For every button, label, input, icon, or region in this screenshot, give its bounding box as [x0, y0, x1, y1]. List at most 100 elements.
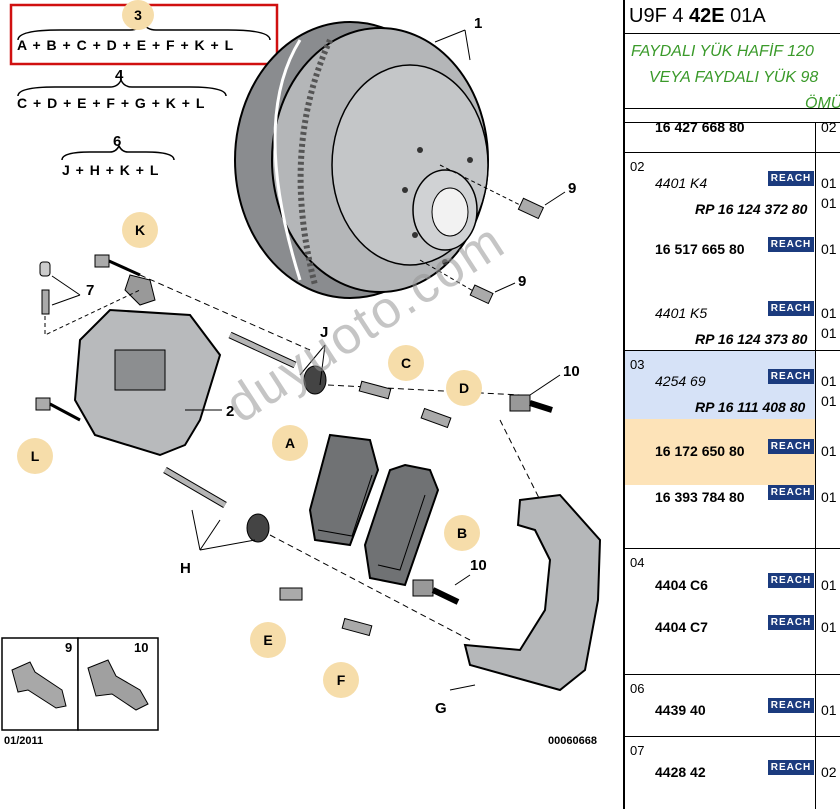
label-j: J — [320, 324, 329, 341]
stud-9-lower — [419, 259, 516, 305]
callout-3: 3 — [122, 0, 154, 30]
parts-list-panel: U9F 4 42E 01A FAYDALI YÜK HAFİF 120 VEYA… — [623, 0, 840, 809]
brake-disc — [234, 21, 489, 299]
code-prefix: U9F 4 — [629, 5, 690, 27]
label-4: 4 — [115, 67, 124, 84]
label-g: G — [435, 700, 447, 717]
note-line-2: VEYA FAYDALI YÜK 98 — [649, 69, 819, 86]
reach-badge: REACH — [768, 301, 814, 316]
parts-group-row: 07 4428 42 REACH 02 — [625, 736, 840, 810]
label-part-9-upper: 9 — [568, 180, 577, 197]
parts-group-row: 16 427 668 80 02 — [625, 108, 840, 153]
label-part-7: 7 — [86, 282, 95, 299]
formula-6-text: J + H + K + L — [62, 162, 160, 178]
code-highlight: 42E — [689, 5, 725, 27]
brake-pad-b — [363, 463, 440, 587]
quantity: 01 — [821, 489, 837, 505]
part-reference[interactable]: 16 172 650 80 — [655, 443, 745, 459]
formula-6-brace — [61, 144, 175, 161]
bolt-k — [94, 254, 311, 351]
note-line-3: ÖMÜ — [805, 95, 840, 112]
callout-a: A — [272, 425, 308, 461]
quantity: 01 — [821, 373, 837, 389]
inset-label-10: 10 — [134, 640, 149, 655]
callout-d: D — [446, 370, 482, 406]
clip-d — [420, 407, 452, 429]
reach-badge: REACH — [768, 760, 814, 775]
parts-group-row: 03 4254 69 REACH 01 RP 16 111 408 80 01 16 172… — [625, 350, 840, 549]
quantity: 01 — [821, 325, 837, 341]
callout-k: K — [122, 212, 158, 248]
quantity: 01 — [821, 577, 837, 593]
row-highlight — [625, 351, 815, 419]
reach-badge: REACH — [768, 237, 814, 252]
code-suffix: 01A — [724, 5, 766, 27]
quantity: 01 — [821, 393, 837, 409]
label-h: H — [180, 560, 191, 577]
quantity: 02 — [821, 764, 837, 780]
inset-label-9: 9 — [65, 640, 73, 655]
part-reference[interactable]: 16 517 665 80 — [655, 241, 745, 257]
callout-c: C — [388, 345, 424, 381]
application-note: FAYDALI YÜK HAFİF 120 VEYA FAYDALI YÜK 9… — [625, 36, 840, 122]
guide-pin-h — [163, 466, 471, 641]
part-reference[interactable]: 4428 42 — [655, 764, 706, 780]
part-reference[interactable]: 4404 C6 — [655, 577, 708, 593]
quantity: 02 — [821, 119, 837, 135]
part-reference[interactable]: 4439 40 — [655, 702, 706, 718]
part-reference[interactable]: 4401 K4 — [655, 175, 708, 191]
diagram-code-title: U9F 4 42E 01A — [629, 5, 766, 28]
note-line-1: FAYDALI YÜK HAFİF 120 — [631, 43, 814, 60]
footer-date: 01/2011 — [4, 735, 44, 747]
bolt-10-upper — [509, 374, 561, 413]
part-reference[interactable]: RP 16 124 372 80 — [695, 201, 808, 217]
guide-pin-j — [228, 331, 521, 396]
clip-e — [279, 587, 303, 601]
part-reference[interactable]: 4254 69 — [655, 373, 706, 389]
callout-l: L — [17, 438, 53, 474]
formula-4-brace — [17, 78, 227, 97]
diagram-drawing — [1, 3, 602, 731]
formula-4-text: C + D + E + F + G + K + L — [17, 95, 206, 111]
quantity: 01 — [821, 175, 837, 191]
label-part-1: 1 — [474, 15, 483, 32]
quantity: 01 — [821, 195, 837, 211]
callout-e: E — [250, 622, 286, 658]
clip-f — [341, 617, 373, 637]
label-part-9-lower: 9 — [518, 273, 527, 290]
part-reference[interactable]: 4404 C7 — [655, 619, 708, 635]
inset-boxes — [1, 637, 159, 731]
quantity: 01 — [821, 305, 837, 321]
quantity: 01 — [821, 443, 837, 459]
group-number: 07 — [630, 743, 645, 758]
callout-b: B — [444, 515, 480, 551]
caliper-body — [73, 274, 222, 457]
caliper-bracket — [449, 419, 602, 692]
brake-pad-a — [308, 433, 380, 547]
exploded-brake-diagram: A + B + C + D + E + F + K + L C + D + E … — [1, 0, 602, 747]
callout-f: F — [323, 662, 359, 698]
reach-badge: REACH — [768, 369, 814, 384]
group-number: 03 — [630, 357, 645, 372]
quantity: 01 — [821, 702, 837, 718]
group-number: 06 — [630, 681, 645, 696]
reach-badge: REACH — [768, 485, 814, 500]
label-6: 6 — [113, 133, 122, 150]
part-reference[interactable]: 16 393 784 80 — [655, 489, 745, 505]
bolt-l — [35, 397, 81, 422]
footer-diagram-code: 00060668 — [548, 735, 597, 747]
part-reference[interactable]: 16 427 668 80 — [655, 119, 745, 135]
part-reference[interactable]: 4401 K5 — [655, 305, 708, 321]
part-reference[interactable]: RP 16 124 373 80 — [695, 331, 808, 347]
bolt-10-lower — [412, 574, 471, 605]
reach-badge: REACH — [768, 439, 814, 454]
clip-c — [358, 380, 392, 400]
formula-3-text: A + B + C + D + E + F + K + L — [17, 37, 235, 53]
quantity: 01 — [821, 241, 837, 257]
reach-badge: REACH — [768, 698, 814, 713]
reach-badge: REACH — [768, 171, 814, 186]
part-reference[interactable]: RP 16 111 408 80 — [695, 399, 806, 415]
reach-badge: REACH — [768, 615, 814, 630]
label-part-10-lower: 10 — [470, 557, 487, 574]
